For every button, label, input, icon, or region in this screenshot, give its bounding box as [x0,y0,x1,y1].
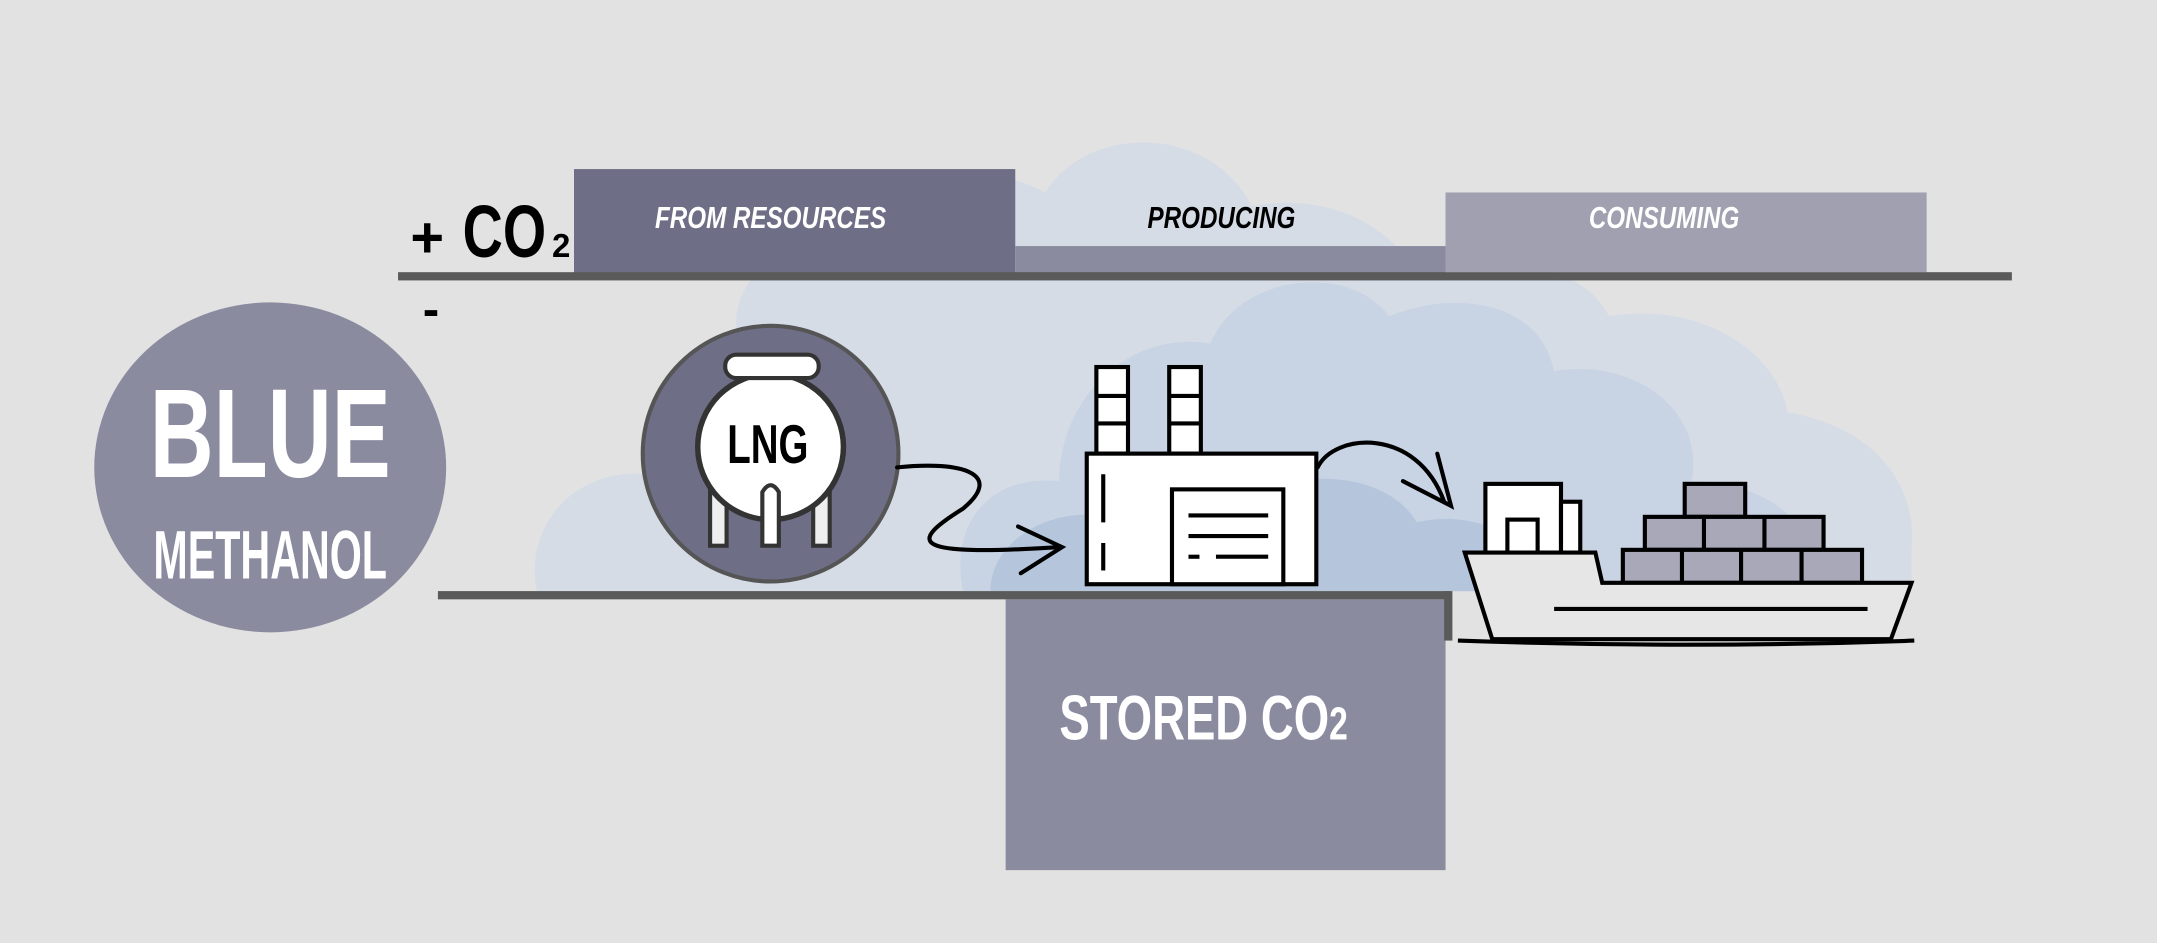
stage-label-producing: PRODUCING [1148,201,1296,235]
arrow-icon [894,463,1067,576]
plus-sign: + [410,206,444,270]
container-ship-icon [1457,481,1915,647]
co2-subscript: 2 [552,227,570,264]
title-line1: BLUE [150,363,391,504]
top-baseline [398,272,2012,281]
stage-from-resources-bar [574,169,1016,277]
bottom-baseline-drop [1444,591,1453,641]
minus-sign: - [423,282,439,337]
title-line2: METHANOL [153,518,387,594]
co2-label: CO [463,190,547,273]
stage-label-consuming: CONSUMING [1589,201,1739,235]
arrow-icon [1315,440,1455,510]
lng-label: LNG [727,415,808,476]
lng-tank-icon: LNG [640,323,901,584]
blue-methanol-badge [94,302,447,633]
stage-consuming-bar [1445,192,1927,273]
bottom-baseline [437,591,1450,600]
factory-icon [1084,364,1319,587]
stage-producing-bar [1015,246,1446,277]
stage-label-from-resources: FROM RESOURCES [655,201,886,235]
stored-co2-box [1005,599,1446,871]
stored-co2-label: STORED CO2 [1059,682,1347,753]
